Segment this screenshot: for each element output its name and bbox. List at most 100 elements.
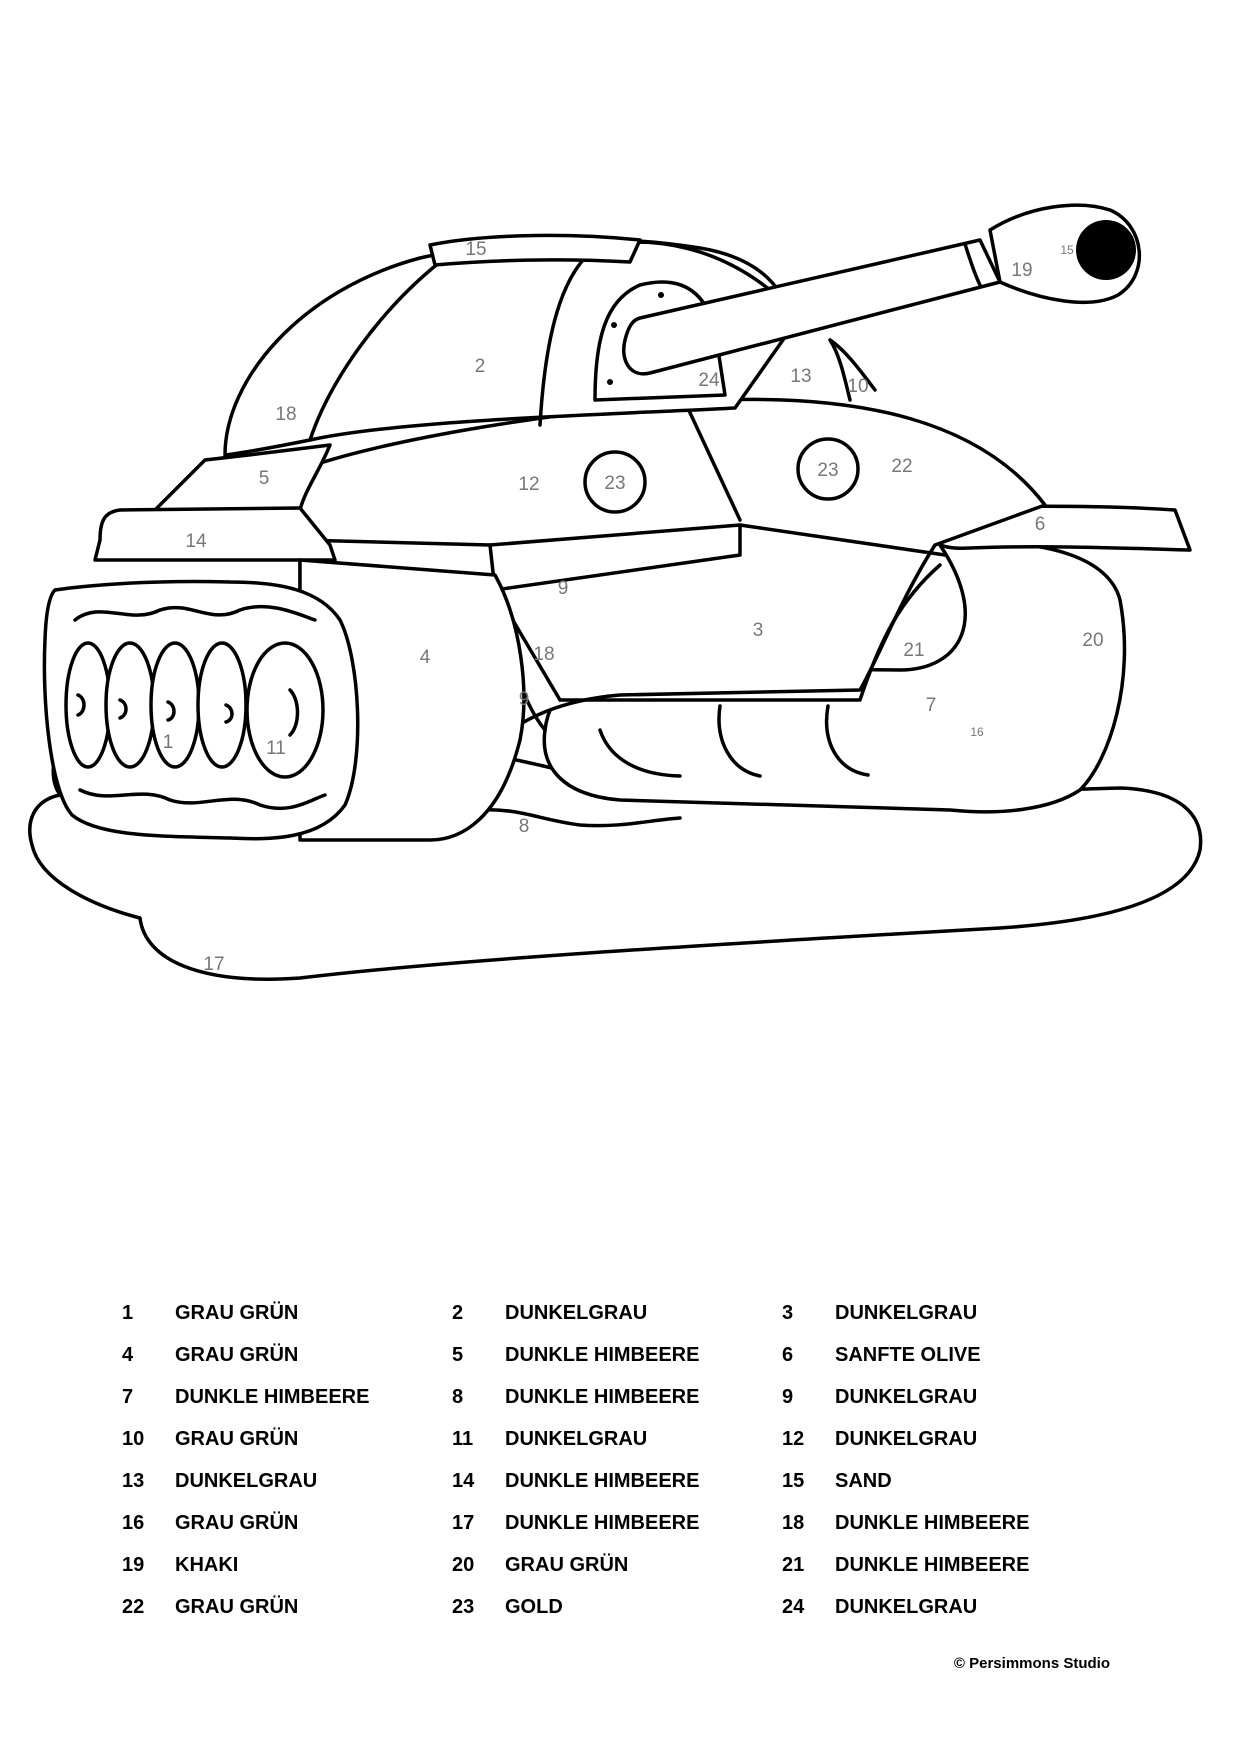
legend-number: 8 [452, 1385, 464, 1408]
legend-color-name: DUNKELGRAU [835, 1427, 978, 1450]
legend-color-name: SAND [835, 1469, 892, 1492]
region-15-label: 15 [465, 239, 486, 260]
rivet [611, 322, 617, 328]
legend-number: 13 [122, 1469, 145, 1492]
road-wheel [104, 641, 156, 769]
legend-number: 20 [452, 1553, 475, 1576]
turret-hatch [428, 233, 642, 267]
rear-wheel-arc [717, 704, 762, 778]
legend-color-name: GRAU GRÜN [175, 1595, 299, 1618]
region-1-label: 1 [163, 732, 174, 753]
legend-number: 3 [782, 1301, 794, 1324]
road-wheel [64, 641, 112, 769]
legend-number: 18 [782, 1511, 805, 1534]
front-fender [93, 506, 337, 562]
hatch-left [583, 450, 647, 514]
legend-color-name: DUNKLE HIMBEERE [835, 1511, 1030, 1534]
barrel-sleeve [963, 242, 982, 287]
region-20-label: 20 [1082, 630, 1103, 651]
legend-color-name: DUNKELGRAU [505, 1301, 648, 1324]
legend-entry: 2 DUNKELGRAU [452, 1292, 782, 1334]
legend-number: 9 [782, 1385, 794, 1408]
rivet [658, 292, 664, 298]
rivet [607, 379, 613, 385]
region-9-label-b: 9 [519, 689, 530, 710]
region-13-label: 13 [790, 366, 811, 387]
legend-entry: 9 DUNKELGRAU [782, 1376, 1122, 1418]
region-18-label-b: 18 [533, 644, 554, 665]
legend-color-name: DUNKELGRAU [835, 1385, 978, 1408]
turret-bustle-line [828, 338, 877, 402]
legend-color-name: DUNKLE HIMBEERE [505, 1385, 700, 1408]
track-wavy-bottom [78, 788, 327, 811]
region-6-label: 6 [1035, 514, 1046, 535]
region-7-label: 7 [926, 695, 937, 716]
region-24-label: 24 [698, 370, 720, 391]
region-19-label: 19 [1011, 260, 1032, 281]
legend-number: 14 [452, 1469, 475, 1492]
region-11-label: 11 [266, 738, 286, 759]
legend-entry: 10 GRAU GRÜN [122, 1418, 452, 1460]
hull-top-ridge [298, 523, 947, 557]
legend-number: 5 [452, 1343, 464, 1366]
legend-entry: 13 DUNKELGRAU [122, 1460, 452, 1502]
legend-number: 11 [452, 1427, 474, 1450]
road-wheel [149, 641, 201, 769]
region-8-label: 8 [519, 816, 530, 837]
region-12-label: 12 [518, 474, 539, 495]
region-4-label: 4 [420, 647, 431, 668]
legend-color-name: GRAU GRÜN [175, 1427, 299, 1450]
legend-entry: 23 GOLD [452, 1586, 782, 1628]
region-17-label: 17 [203, 954, 224, 975]
legend-color-name: DUNKELGRAU [835, 1595, 978, 1618]
region-18-label: 18 [275, 404, 296, 425]
region-5-label: 5 [259, 468, 270, 489]
legend-number: 19 [122, 1553, 145, 1576]
legend-color-name: DUNKLE HIMBEERE [175, 1385, 370, 1408]
legend-color-name: DUNKELGRAU [835, 1301, 978, 1324]
legend-number: 17 [452, 1511, 475, 1534]
rear-wheel-arc [598, 728, 682, 778]
legend-entry: 6 SANFTE OLIVE [782, 1334, 1122, 1376]
region-16-label: 16 [970, 725, 984, 739]
region-21-label: 21 [903, 640, 924, 661]
legend-number: 2 [452, 1301, 464, 1324]
legend-color-name: DUNKLE HIMBEERE [505, 1469, 700, 1492]
legend-color-name: DUNKELGRAU [175, 1469, 318, 1492]
legend-number: 4 [122, 1343, 134, 1366]
legend-color-name: SANFTE OLIVE [835, 1343, 981, 1366]
copyright-notice: © Persimmons Studio [953, 1655, 1110, 1672]
legend-number: 10 [122, 1427, 145, 1450]
hull-seam [683, 400, 742, 522]
legend-number: 6 [782, 1343, 794, 1366]
legend-color-name: KHAKI [175, 1553, 239, 1576]
legend-entry: 24 DUNKELGRAU [782, 1586, 1122, 1628]
legend-number: 24 [782, 1595, 805, 1618]
region-15-muzzle-label: 15 [1060, 243, 1074, 257]
region-3-label: 3 [753, 620, 764, 641]
region-10-label: 10 [847, 376, 868, 397]
rear-wheel-arc [824, 704, 870, 777]
legend-entry: 8 DUNKLE HIMBEERE [452, 1376, 782, 1418]
legend-number: 23 [452, 1595, 475, 1618]
legend-entry: 18 DUNKLE HIMBEERE [782, 1502, 1122, 1544]
wheel-mark [76, 693, 86, 717]
region-22-label: 22 [891, 456, 912, 477]
wheel-mark [288, 688, 300, 737]
region-9-label: 9 [558, 578, 569, 599]
muzzle-bore [1076, 220, 1136, 280]
legend-number: 15 [782, 1469, 805, 1492]
road-wheel [196, 641, 248, 769]
hatch-right [796, 437, 860, 501]
region-23-label-b: 23 [817, 460, 838, 481]
legend-color-name: GOLD [505, 1595, 563, 1618]
legend-entry: 3 DUNKELGRAU [782, 1292, 1122, 1334]
region-2-label: 2 [475, 356, 486, 377]
